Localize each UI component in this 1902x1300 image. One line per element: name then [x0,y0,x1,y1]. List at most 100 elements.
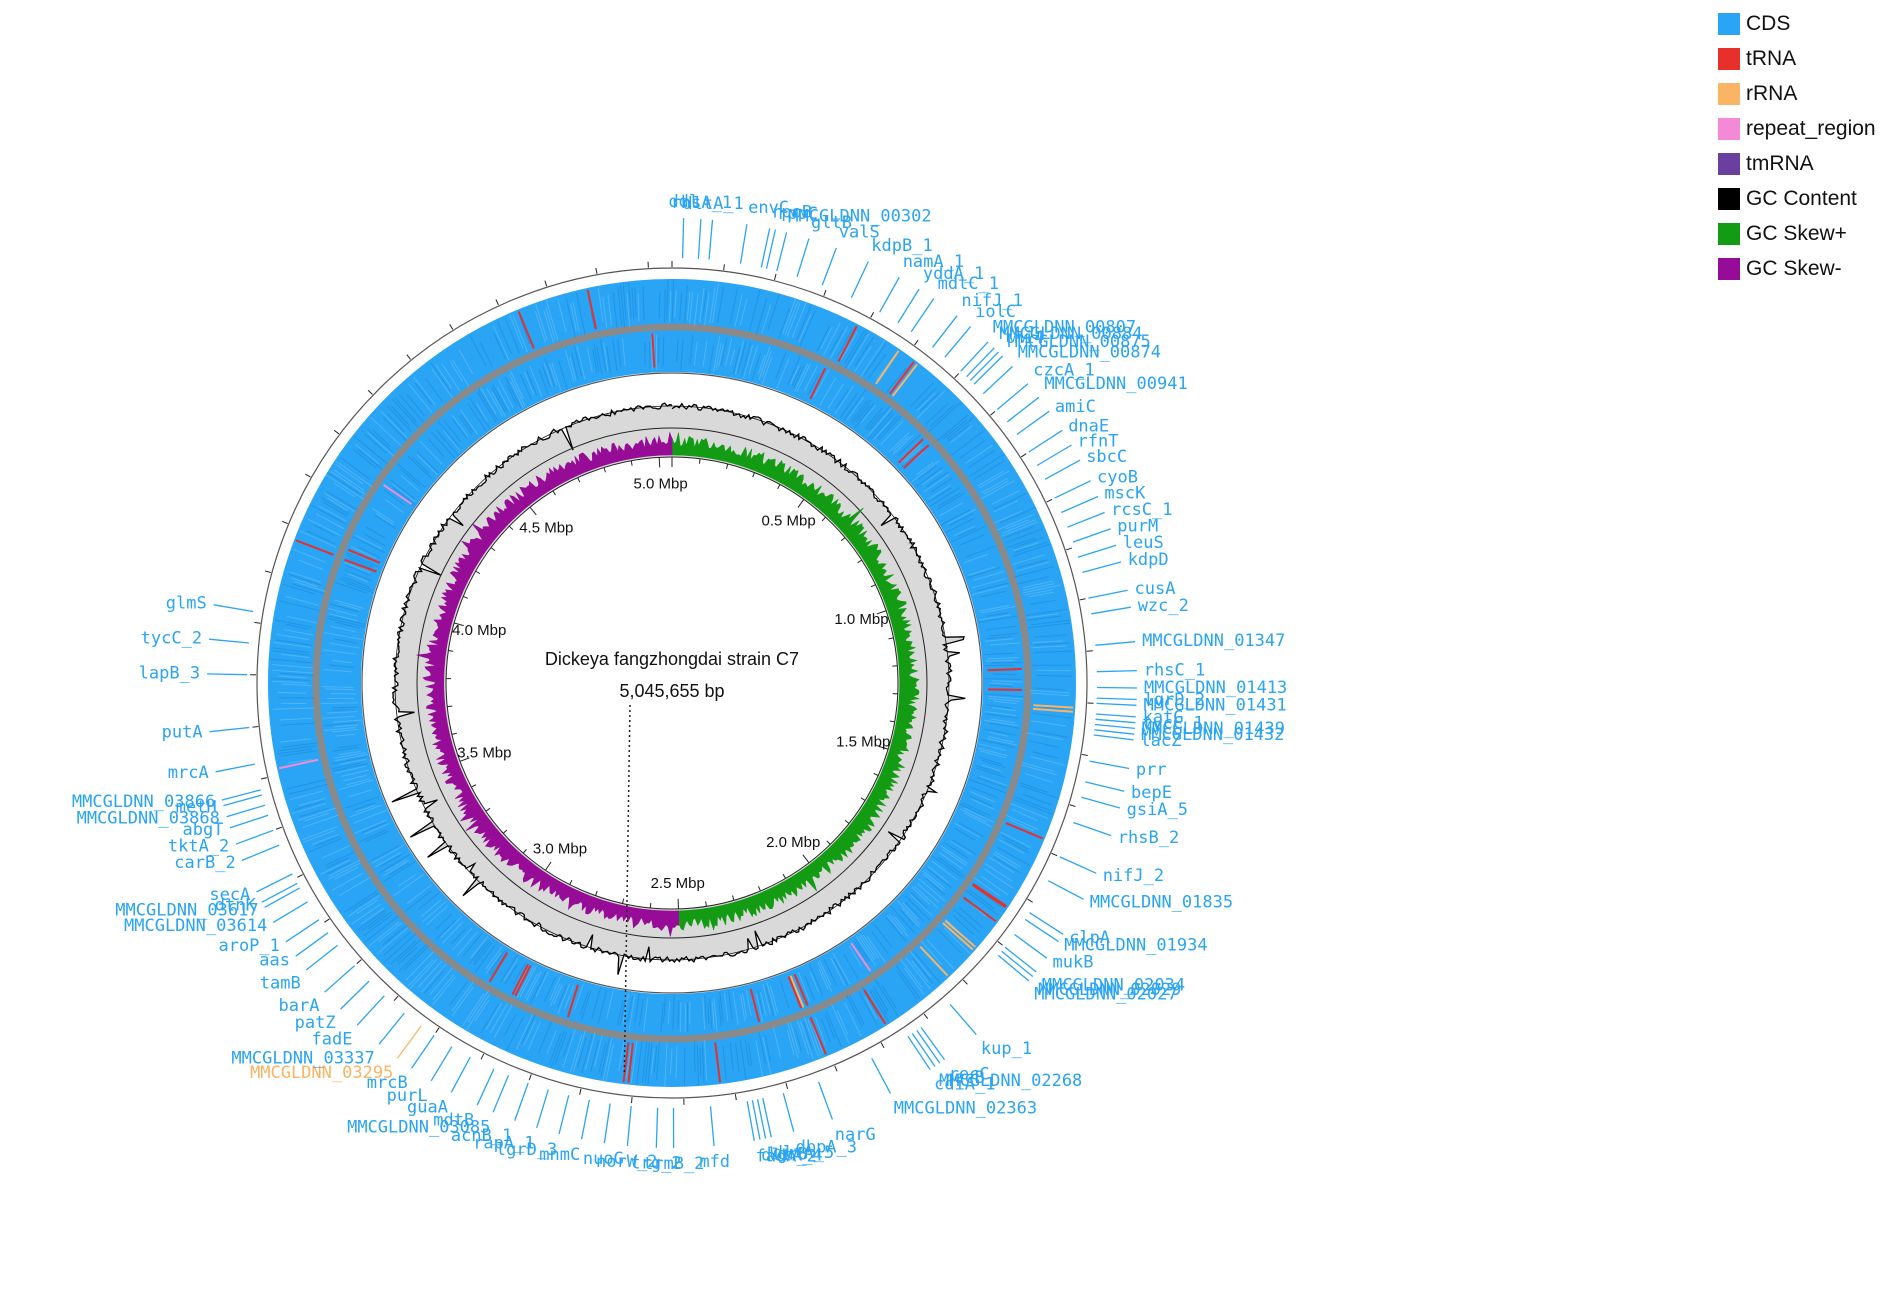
tick-label: 1.0 Mbp [834,611,888,628]
gene-label: nuoG [583,1149,624,1169]
gene-label: mrcB [367,1073,408,1093]
tick-label: 3.0 Mbp [533,841,587,858]
center-pointer-line [623,704,631,1076]
gene-label-leader [910,298,935,333]
scale-tick [577,477,581,483]
scale-tick [485,807,491,812]
scale-tick [508,525,514,531]
outer-tick [305,473,311,478]
scale-tick [459,757,470,762]
gene-label: MMCGLDNN_00875 [1008,332,1151,352]
scale-tick [870,584,876,588]
gene-label-leader [760,228,771,268]
gene-label: czcA_1 [1033,360,1094,380]
scale-tick [622,898,625,904]
outer-tick [1079,598,1086,601]
outer-tick [356,959,362,965]
outer-tick [631,1097,633,1104]
legend-item: repeat_region [1718,111,1876,146]
scale-tick [630,460,633,466]
gene-label-leader [558,1095,570,1135]
gene-label: mnmC [539,1145,580,1165]
gene-label: trmB_2 [643,1154,704,1174]
gene-label-leader [1082,561,1122,574]
gene-label: glmS [166,594,207,614]
gene-label: MMCGLDNN_03085 [347,1118,490,1138]
gene-label: bepE [1131,783,1172,803]
gene-label-leader [871,1057,892,1094]
scale-tick [545,861,552,871]
gene-label-leader [209,638,249,644]
gene-label: gsiA_5 [1127,800,1188,820]
outer-tick [480,1053,485,1060]
gene-label: MMCGLDNN_02029 [1038,980,1181,1000]
legend-item: rRNA [1718,76,1876,111]
gene-label: mukB [1053,952,1094,972]
legend-item: GC Skew+ [1718,216,1876,251]
gene-label-leader [411,1034,435,1069]
tick-label: 0.5 Mbp [761,513,815,530]
legend-label: GC Content [1746,186,1857,210]
outer-tick [990,411,996,416]
outer-tick [265,570,272,574]
strand-separator-ring [312,323,1032,1043]
gene-label: aroP_1 [218,936,279,956]
gene-label: valS [839,222,880,242]
gene-label-leader [1036,444,1072,467]
gene-label-leader [1061,495,1099,514]
gene-label-leader [756,1099,767,1139]
gene-label: MMCGLDNN_03617 [115,901,258,921]
gene-label-leader [264,887,301,908]
gene-label-leader [751,1100,761,1140]
gene-label-leader [450,1056,471,1093]
gene-label: dltA_5 [773,1143,834,1163]
gene-label: envC [748,198,789,218]
gene-label-leader [879,276,900,313]
scale-tick [552,490,556,496]
outer-tick [954,373,960,379]
gene-label: secA [209,885,250,905]
outer-tick [774,273,777,280]
outer-tick [528,1074,532,1081]
scale-tick [447,705,453,708]
outer-tick [449,324,454,330]
scale-tick [453,622,464,627]
legend-label: GC Skew+ [1746,221,1847,245]
gene-label: cusA [1135,579,1176,599]
outer-tick [1020,453,1027,458]
gene-label-leader [221,789,261,801]
gene-label: MMCGLDNN_00302 [788,207,931,227]
reverse-cds-ring [319,330,1025,1036]
gene-label: aas [259,950,290,970]
gc-skew-positive [671,432,920,931]
gene-label-leader [1067,511,1105,528]
gene-label-leader [949,1003,977,1036]
gene-label: tycC_1 [1142,713,1203,733]
gene-label-leader [1044,459,1081,480]
gene-label: carB_2 [174,853,235,873]
gene-label-leader [1091,606,1131,615]
gene-label-leader [1096,697,1137,701]
gene-label: rhsC_1 [1144,660,1205,680]
scale-tick [471,784,477,788]
gene-label-leader [1085,781,1125,792]
scale-tick [844,819,850,824]
tick-label: 1.5 Mbp [836,734,890,751]
gene-label: norW_2 [596,1152,657,1172]
gene-label-leader [261,882,298,903]
outer-tick [1027,898,1033,903]
legend-swatch [1718,152,1740,175]
gene-label-leader [776,232,788,272]
outer-tick [406,354,411,360]
gene-label: fadE [312,1029,353,1049]
gene-label: rpoB [771,203,812,223]
gene-label: purL [387,1086,428,1106]
legend-swatch [1718,12,1740,35]
gene-label-leader [1059,856,1097,874]
gene-label-leader [209,726,250,733]
legend-swatch [1718,47,1740,70]
gene-label-leader [396,1025,422,1059]
